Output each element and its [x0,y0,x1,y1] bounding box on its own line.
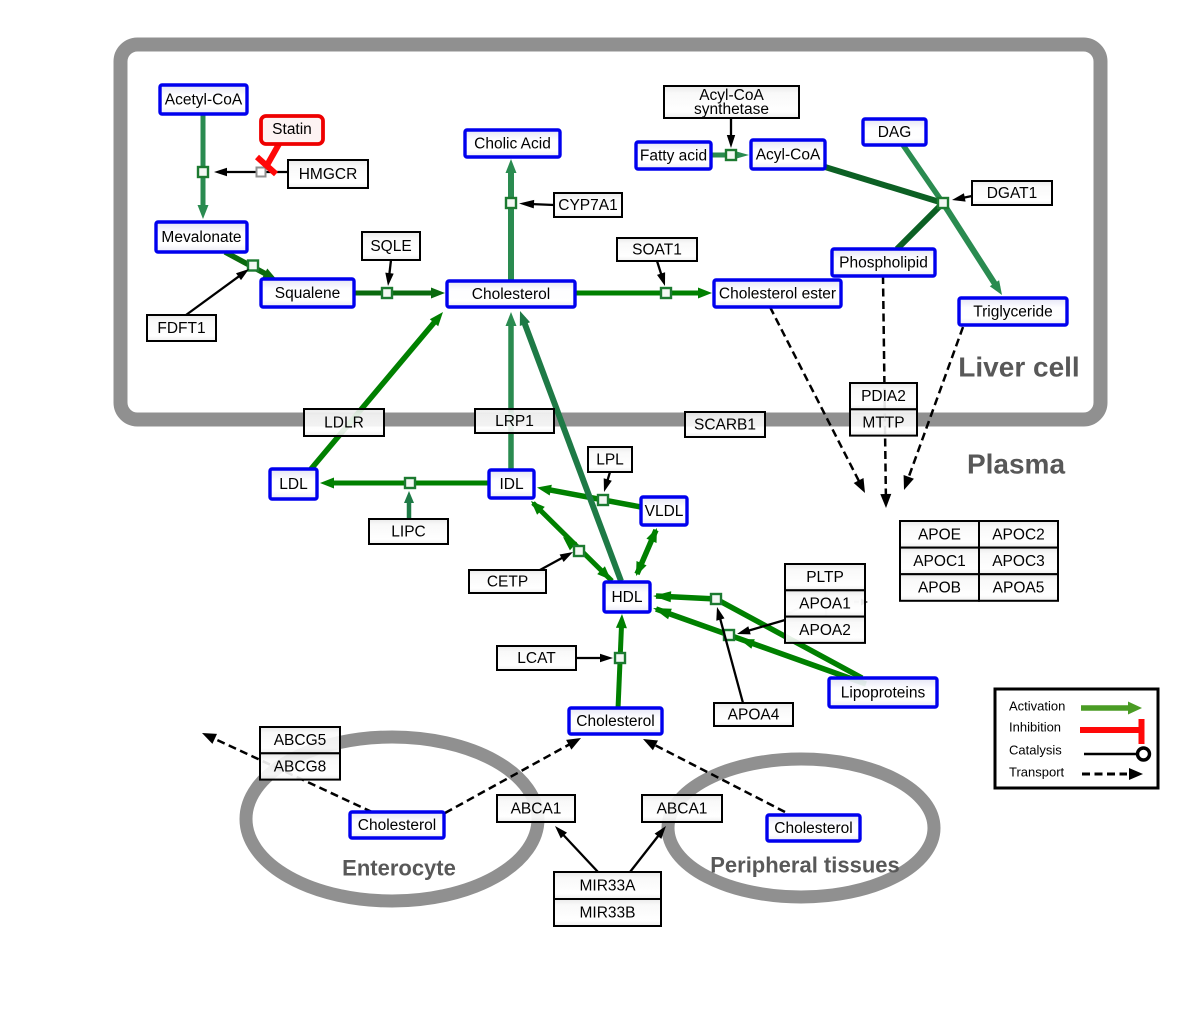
svg-text:LRP1: LRP1 [495,413,534,430]
svg-text:LCAT: LCAT [517,650,556,667]
svg-text:MIR33B: MIR33B [580,905,636,922]
svg-text:Acetyl-CoA: Acetyl-CoA [165,92,243,109]
svg-text:CYP7A1: CYP7A1 [558,197,617,214]
svg-text:Phospholipid: Phospholipid [839,255,928,272]
svg-text:Enterocyte: Enterocyte [342,856,456,881]
svg-text:Cholesterol: Cholesterol [472,286,550,303]
svg-text:HMGCR: HMGCR [299,166,358,183]
svg-text:LIPC: LIPC [391,524,425,541]
svg-text:ABCG5: ABCG5 [274,732,327,749]
svg-text:APOA5: APOA5 [993,580,1045,597]
svg-text:DGAT1: DGAT1 [987,185,1038,202]
svg-text:LPL: LPL [596,452,624,469]
svg-text:Fatty acid: Fatty acid [640,148,707,165]
svg-text:FDFT1: FDFT1 [157,320,205,337]
svg-text:Peripheral tissues: Peripheral tissues [710,853,900,878]
svg-text:MTTP: MTTP [862,414,904,431]
svg-text:Triglyceride: Triglyceride [973,304,1053,321]
svg-text:ABCA1: ABCA1 [511,801,562,818]
svg-text:APOE: APOE [918,526,961,543]
svg-text:APOA1: APOA1 [799,595,851,612]
svg-text:Cholesterol: Cholesterol [774,820,852,837]
svg-text:MIR33A: MIR33A [580,878,637,895]
svg-text:VLDL: VLDL [645,503,684,520]
svg-text:HDL: HDL [611,589,642,606]
svg-text:Acyl-CoA: Acyl-CoA [699,87,764,104]
svg-text:IDL: IDL [499,476,524,493]
svg-text:SQLE: SQLE [370,238,411,255]
svg-text:LDLR: LDLR [324,415,364,432]
svg-text:DAG: DAG [878,124,912,141]
svg-text:APOA4: APOA4 [728,707,780,724]
svg-text:ABCA1: ABCA1 [657,801,708,818]
svg-text:CETP: CETP [487,574,528,591]
svg-text:LDL: LDL [279,476,308,493]
svg-text:PDIA2: PDIA2 [861,388,906,405]
svg-text:APOA2: APOA2 [799,622,851,639]
svg-text:Squalene: Squalene [275,285,341,302]
svg-text:Activation: Activation [1009,699,1065,714]
svg-text:Cholic Acid: Cholic Acid [474,136,551,153]
svg-text:Cholesterol: Cholesterol [576,713,654,730]
svg-text:APOC1: APOC1 [913,553,966,570]
svg-text:Acyl-CoA: Acyl-CoA [756,147,821,164]
svg-text:Liver cell: Liver cell [958,352,1079,383]
svg-text:SOAT1: SOAT1 [632,242,682,259]
svg-text:Inhibition: Inhibition [1009,720,1061,735]
svg-text:Lipoproteins: Lipoproteins [841,685,926,702]
svg-text:synthetase: synthetase [694,101,769,118]
svg-text:APOC3: APOC3 [992,553,1045,570]
svg-text:Catalysis: Catalysis [1009,743,1062,758]
svg-text:APOB: APOB [918,580,961,597]
svg-text:Plasma: Plasma [967,449,1065,480]
svg-text:Statin: Statin [272,121,312,138]
svg-text:PLTP: PLTP [806,569,844,586]
svg-text:SCARB1: SCARB1 [694,417,756,434]
svg-text:Mevalonate: Mevalonate [161,229,241,246]
svg-text:Cholesterol: Cholesterol [358,817,436,834]
svg-text:Cholesterol ester: Cholesterol ester [719,286,836,303]
svg-text:APOC2: APOC2 [992,526,1045,543]
svg-text:Transport: Transport [1009,765,1065,780]
svg-text:ABCG8: ABCG8 [274,758,327,775]
